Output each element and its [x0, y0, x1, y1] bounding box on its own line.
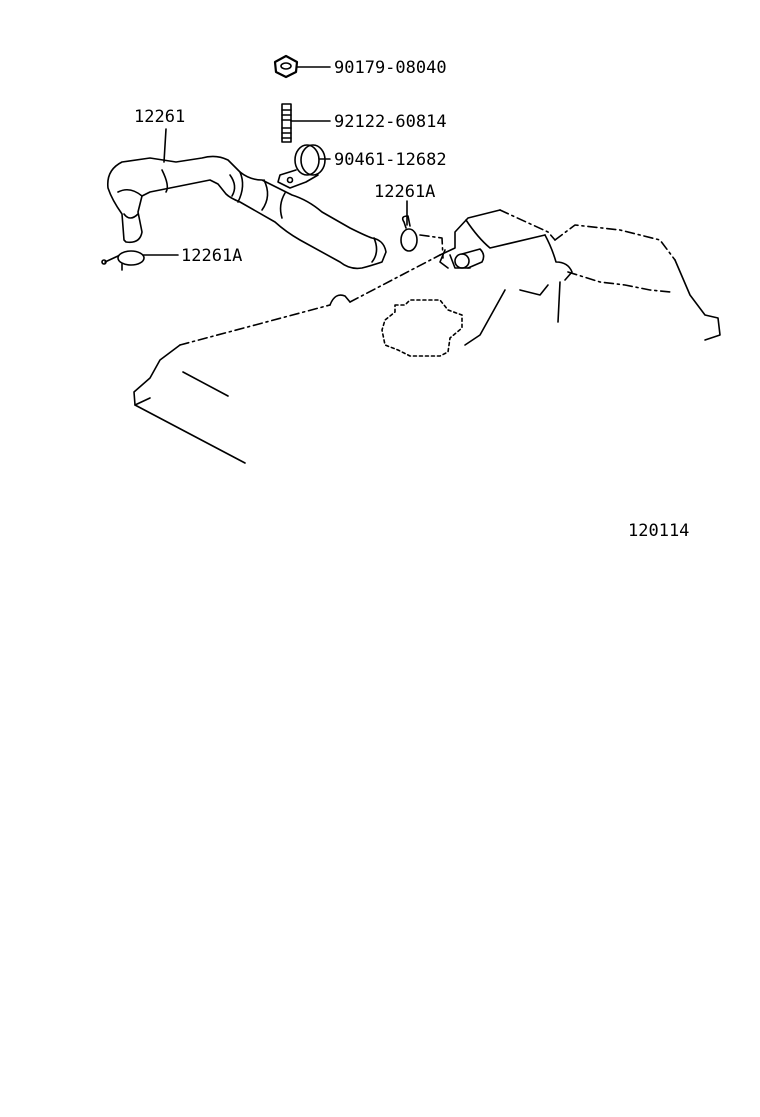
label-90179-08040: 90179-08040 [334, 58, 447, 78]
stud-part [281, 103, 292, 143]
leader-lines [142, 66, 408, 256]
figure-number: 120114 [628, 521, 689, 541]
label-90461-12682: 90461-12682 [334, 150, 447, 170]
label-12261a-left: 12261A [181, 246, 242, 266]
hose-clip-right [400, 215, 418, 252]
label-12261: 12261 [134, 107, 185, 127]
hose-clip-left [101, 250, 145, 271]
label-92122-60814: 92122-60814 [334, 112, 447, 132]
ventilation-hose [106, 155, 387, 270]
clamp-part [277, 144, 326, 189]
nut-part [273, 54, 299, 79]
label-12261a-right: 12261A [374, 182, 435, 202]
engine-block-outline [133, 209, 721, 464]
